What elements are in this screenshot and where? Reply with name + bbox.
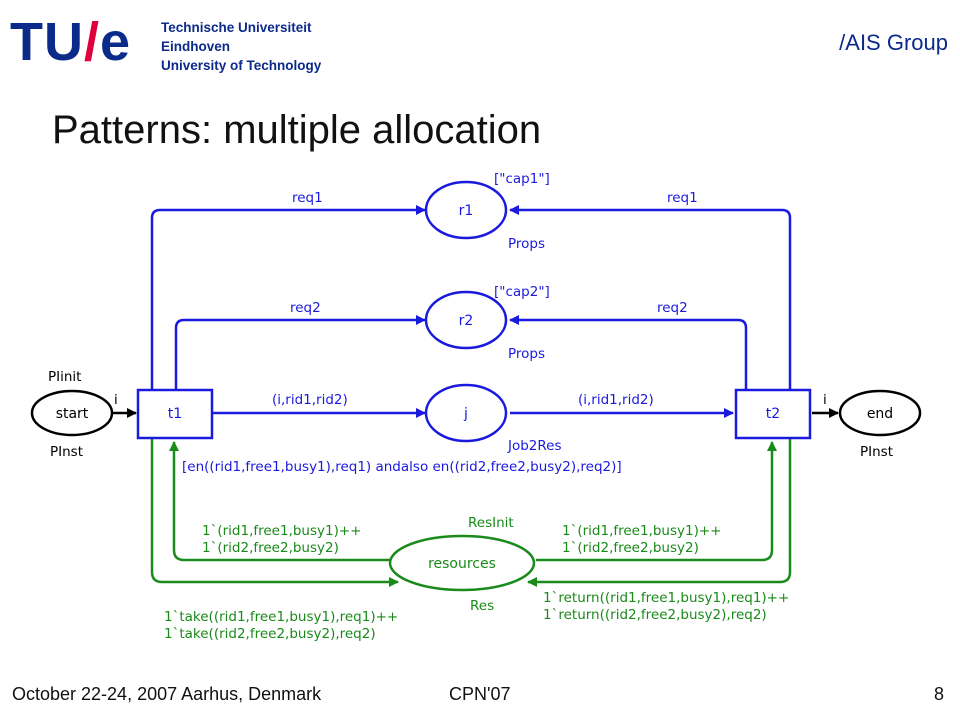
arc-resources-t2 [536, 441, 777, 562]
university-name: Technische Universiteit Eindhoven Univer… [161, 18, 321, 75]
r2-init-marking: ["cap2"] [494, 284, 550, 300]
arc-label-t2-res-line1: 1`return((rid1,free1,busy1),req1)++ [543, 590, 789, 606]
place-end [838, 389, 922, 437]
university-line-1: Technische Universiteit [161, 20, 312, 35]
arc-label-res-t2-line2: 1`(rid2,free2,busy2) [562, 540, 699, 556]
arc-label-req1-right: req1 [667, 190, 698, 206]
r1-init-marking: ["cap1"] [494, 171, 550, 187]
arc-label-t1-j: (i,rid1,rid2) [272, 392, 348, 408]
tue-logo: TU/e [10, 12, 132, 72]
arc-label-req2-right: req2 [657, 300, 688, 316]
arc-label-t1-res-line1: 1`take((rid1,free1,busy1),req1)++ [164, 609, 398, 625]
t1-guard: [en((rid1,free1,busy1),req1) andalso en(… [182, 459, 622, 475]
place-end-name: end [867, 406, 893, 422]
j-colour-set: Job2Res [507, 438, 562, 454]
group-label: /AIS Group [839, 30, 948, 55]
arc-label-t2-res-line2: 1`return((rid2,free2,busy2),req2) [543, 607, 767, 623]
arc-t2-r1 [509, 205, 792, 394]
resources-init-marking: ResInit [468, 515, 514, 531]
start-init-marking: PIinit [48, 369, 81, 385]
arc-label-start-t1: i [114, 392, 118, 408]
slide-title: Patterns: multiple allocation [52, 108, 542, 152]
place-resources [388, 534, 536, 592]
arc-t1-r1 [150, 205, 426, 394]
arc-label-res-t1-line2: 1`(rid2,free2,busy2) [202, 540, 339, 556]
place-resources-name: resources [428, 556, 496, 572]
arc-label-req2-left: req2 [290, 300, 321, 316]
arc-label-t1-res-line2: 1`take((rid2,free2,busy2),req2) [164, 626, 376, 642]
place-r2-name: r2 [459, 313, 474, 329]
transition-t1-name: t1 [168, 406, 182, 422]
arc-label-res-t2-line1: 1`(rid1,free1,busy1)++ [562, 523, 721, 539]
transition-t2-name: t2 [766, 406, 780, 422]
place-r1-name: r1 [459, 203, 474, 219]
place-j-name: j [463, 406, 468, 422]
r2-colour-set: Props [508, 346, 545, 362]
arc-label-j-t2: (i,rid1,rid2) [578, 392, 654, 408]
transition-t1 [136, 388, 214, 440]
arc-label-t2-end: i [823, 392, 827, 408]
university-line-3: University of Technology [161, 58, 322, 73]
place-r2 [424, 290, 508, 350]
university-line-2: Eindhoven [161, 39, 231, 54]
arc-t1-r2 [174, 315, 426, 394]
place-start [30, 389, 114, 437]
arc-label-res-t1-line1: 1`(rid1,free1,busy1)++ [202, 523, 361, 539]
start-colour-set: PInst [50, 444, 83, 460]
place-j [424, 383, 508, 443]
arc-t1-resources [150, 438, 399, 587]
arc-label-req1-left: req1 [292, 190, 323, 206]
transition-t2 [734, 388, 812, 440]
footer-conference: CPN'07 [449, 684, 511, 704]
footer-page-number: 8 [933, 684, 944, 704]
arc-t2-resources [527, 438, 792, 587]
resources-colour-set: Res [470, 598, 494, 614]
r1-colour-set: Props [508, 236, 545, 252]
arc-resources-t1 [169, 441, 392, 562]
footer-date-place: October 22-24, 2007 Aarhus, Denmark [12, 684, 322, 704]
place-start-name: start [56, 406, 89, 422]
place-r1 [424, 180, 508, 240]
arc-t2-r2 [509, 315, 748, 394]
end-colour-set: PInst [860, 444, 893, 460]
